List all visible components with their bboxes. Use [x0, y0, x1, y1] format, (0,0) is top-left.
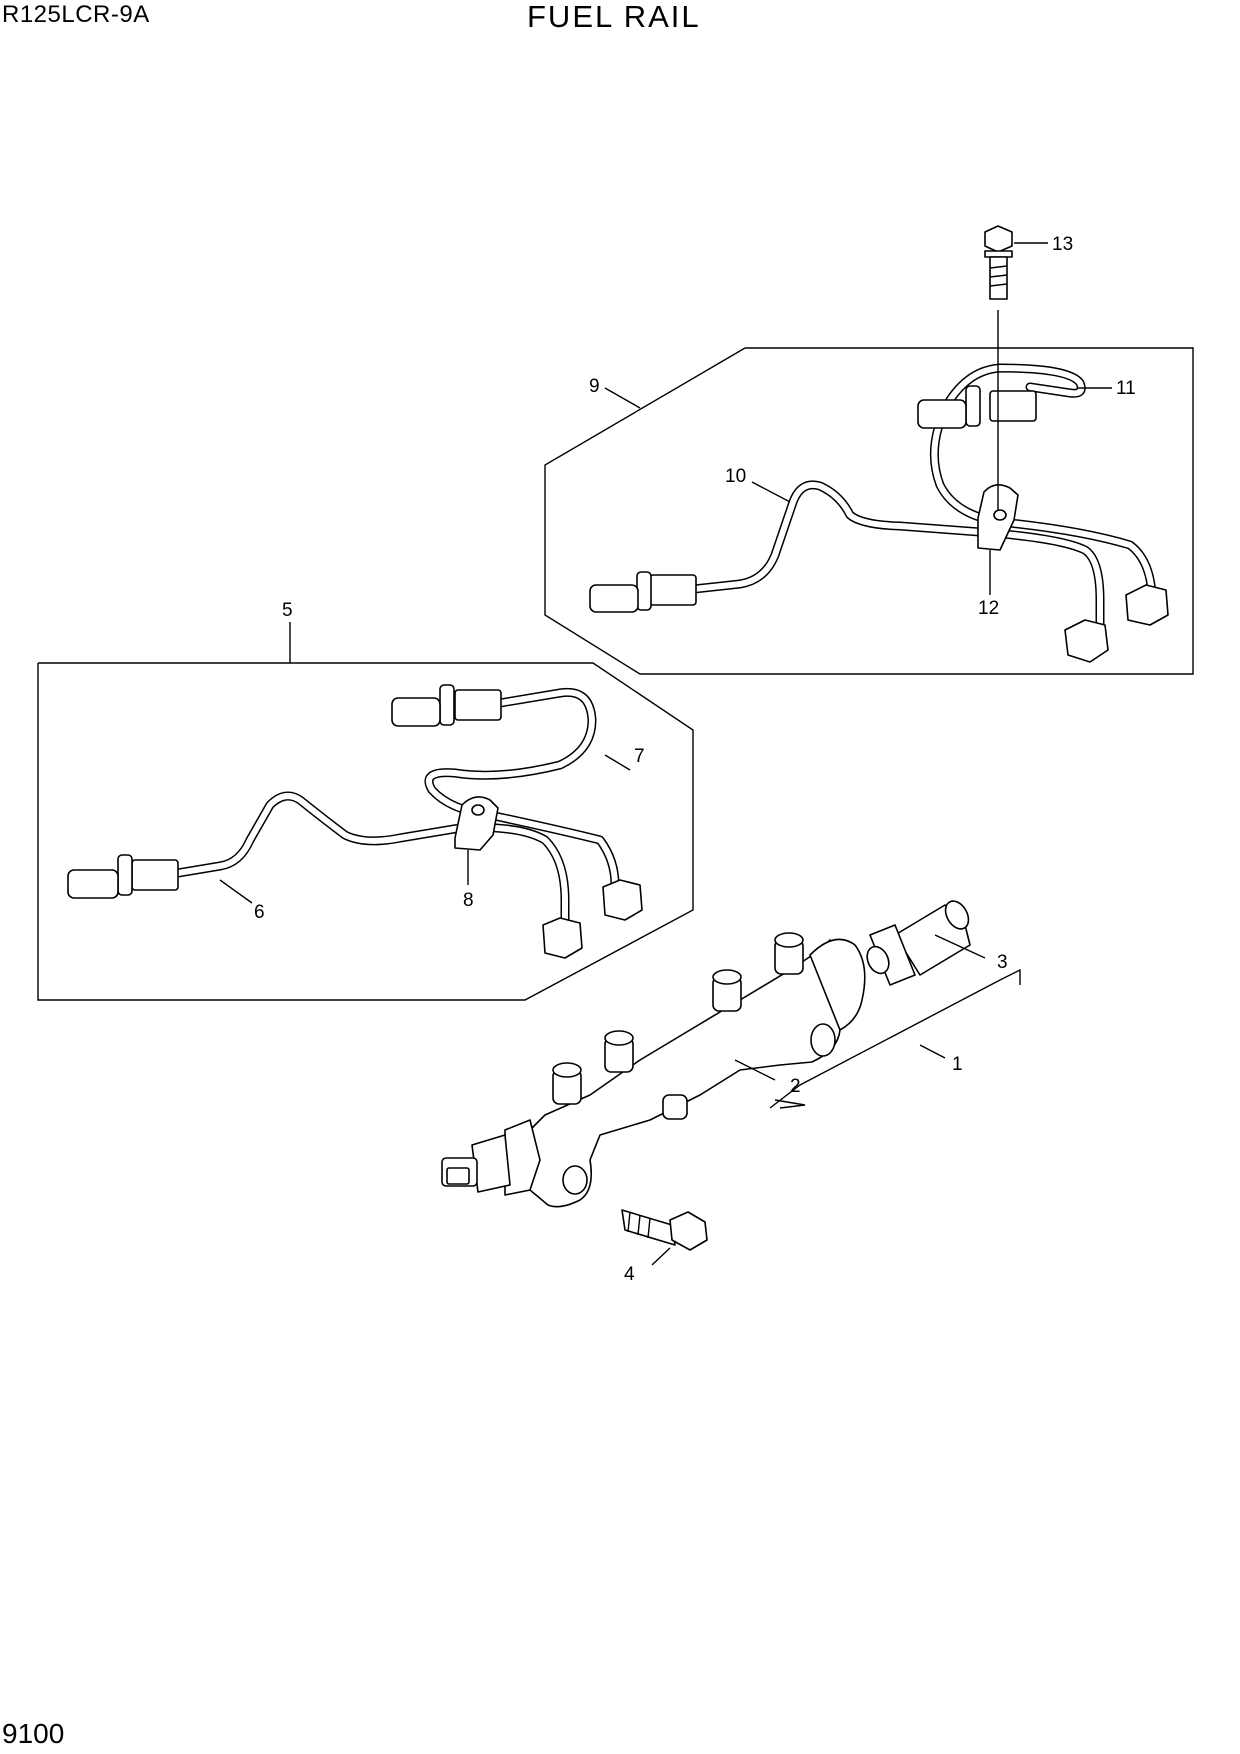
fuel-rail-assembly: [441, 900, 971, 1251]
injection-pipe-6: [67, 791, 583, 959]
callout-8: 8: [463, 890, 474, 911]
page-number: 9100: [2, 1718, 65, 1749]
pipe-clamp-12: [977, 484, 1019, 551]
pipe-set-group-5: [37, 662, 694, 1001]
callout-10: 10: [725, 466, 746, 487]
callout-2: 2: [790, 1076, 801, 1097]
model-code: R125LCR-9A: [2, 1, 150, 28]
callout-9: 9: [589, 376, 600, 397]
callout-5: 5: [282, 600, 293, 621]
injection-pipe-10: [589, 480, 1109, 663]
injection-pipe-11: [917, 363, 1169, 626]
callout-4: 4: [624, 1264, 635, 1285]
bolt-4: [621, 1209, 708, 1251]
callout-3: 3: [997, 952, 1008, 973]
callout-6: 6: [254, 902, 265, 923]
pipe-set-group-9: [544, 225, 1194, 675]
injection-pipe-7: [391, 684, 643, 921]
callout-12: 12: [978, 598, 999, 619]
group-5-frame: [37, 662, 694, 1001]
callout-13: 13: [1052, 234, 1073, 255]
callout-1: 1: [952, 1054, 963, 1075]
leader-lines: [219, 242, 1112, 1266]
fuel-rail-2: [441, 932, 866, 1208]
callout-11: 11: [1116, 378, 1136, 399]
group-9-frame: [544, 347, 1194, 675]
pressure-valve-3: [866, 900, 971, 986]
bolt-13: [984, 225, 1013, 510]
page-title: FUEL RAIL: [527, 0, 701, 34]
pipe-clamp-8: [454, 796, 499, 851]
callout-7: 7: [634, 746, 645, 767]
